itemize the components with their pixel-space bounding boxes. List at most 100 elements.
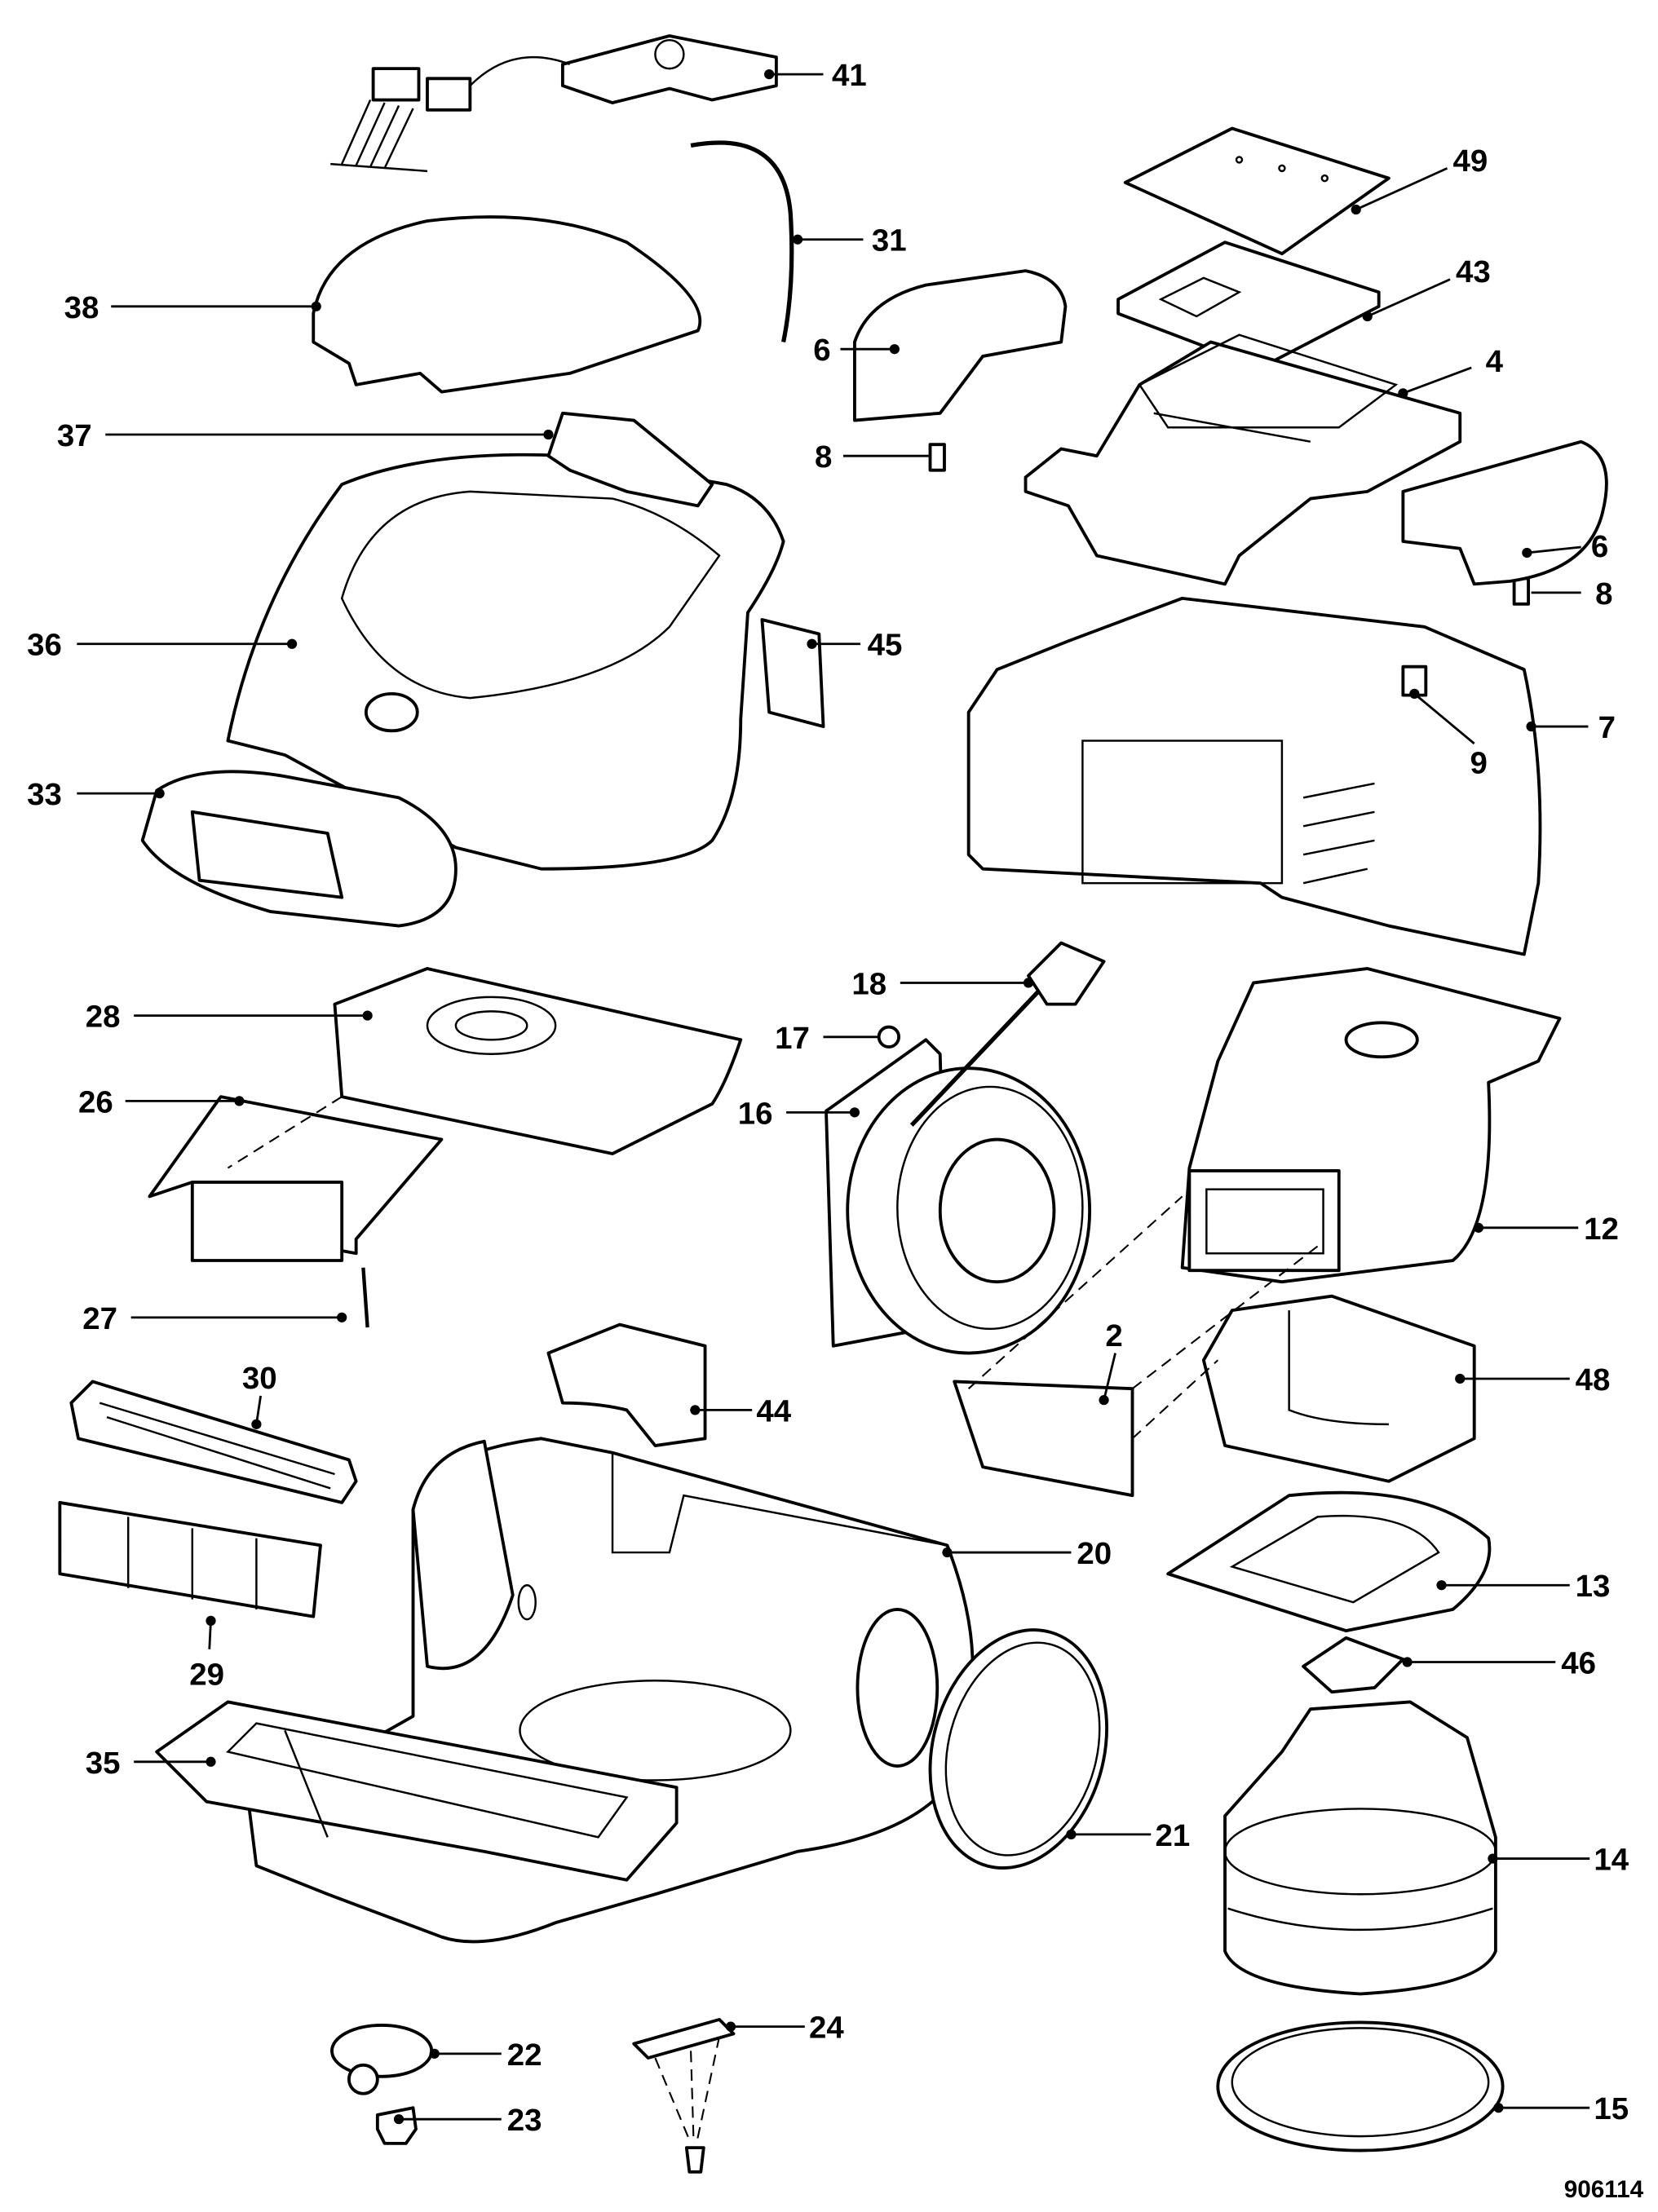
part-number-label: 33 [27, 777, 62, 812]
leader-dot [1409, 688, 1420, 699]
part-outline [1205, 1188, 1324, 1255]
part-outline [330, 55, 571, 173]
callout-9: 9 [1409, 688, 1488, 781]
part-outline [1081, 740, 1284, 885]
part-18-plug [909, 941, 1106, 1127]
callout-48: 48 [1455, 1362, 1610, 1397]
leader-line [1355, 167, 1448, 211]
drawing-number: 906114 [1564, 2176, 1644, 2203]
leader-dot [362, 1010, 373, 1021]
callout-6a: 6 [813, 333, 900, 368]
part-outline [632, 2017, 736, 2060]
leader-dot [807, 638, 817, 649]
part-26-bag-frame [148, 1095, 444, 1262]
part-number-label: 8 [815, 439, 832, 475]
leader-dot [849, 1107, 860, 1118]
part-outline [877, 1025, 901, 1049]
part-27-pin [361, 1267, 369, 1328]
part-number-label: 37 [57, 418, 92, 453]
callout-4: 4 [1398, 344, 1504, 399]
part-number-label: 18 [851, 966, 886, 1001]
callout-33: 33 [27, 777, 165, 812]
part-number-label: 15 [1594, 2091, 1629, 2126]
leader-line [1527, 545, 1581, 554]
part-30-filter-grid [69, 1380, 358, 1504]
leader-line [1413, 692, 1475, 745]
part-46-cap [1302, 1636, 1405, 1694]
leader-dot [1066, 1829, 1077, 1839]
part-number-label: 30 [242, 1361, 277, 1396]
part-6-cover-left [853, 269, 1068, 422]
part-28-bag-holder [333, 967, 743, 1155]
part-number-label: 35 [86, 1746, 121, 1781]
part-outline [1320, 174, 1329, 183]
part-number-label: 27 [82, 1301, 117, 1336]
part-outline [760, 618, 825, 728]
part-12-motor-housing [1180, 967, 1562, 1284]
part-35-tray [155, 1700, 679, 1882]
part-outline [1187, 1169, 1341, 1273]
callout-38: 38 [64, 290, 321, 325]
callout-20: 20 [942, 1536, 1112, 1571]
callout-6b: 6 [1522, 529, 1608, 564]
callout-41: 41 [764, 58, 867, 93]
part-number-label: 16 [738, 1096, 773, 1131]
leader-dot [543, 429, 554, 440]
part-number-label: 13 [1576, 1569, 1611, 1604]
part-outline [375, 2106, 418, 2145]
callout-29: 29 [189, 1615, 224, 1692]
leader-dot [764, 69, 775, 80]
part-outline [340, 490, 721, 700]
part-number-label: 12 [1584, 1212, 1619, 1247]
part-36-housing [226, 411, 785, 871]
leader-dot [154, 788, 165, 799]
part-outline [928, 443, 946, 472]
callouts: 41 31 49 43 6 4 8 6 8 38 37 36 45 7 9 33… [27, 58, 1629, 2138]
part-outline [896, 1085, 1084, 1331]
part-outline [426, 996, 557, 1055]
part-outline [426, 77, 472, 112]
part-outline [1027, 941, 1106, 1006]
part-outline [312, 215, 702, 394]
leader-dot [393, 2114, 405, 2125]
part-outline [541, 1437, 948, 1554]
part-outline [1158, 276, 1242, 318]
part-33-front-grille [140, 770, 458, 928]
part-number-label: 4 [1486, 344, 1504, 379]
leader-line [1367, 278, 1451, 318]
part-number-label: 36 [27, 628, 62, 663]
part-outline [1116, 241, 1381, 369]
part-16-cable-reel [825, 1038, 1092, 1355]
callout-17: 17 [775, 1021, 879, 1056]
part-outline [126, 1517, 258, 1609]
part-outline [909, 988, 1041, 1127]
callout-16: 16 [738, 1096, 860, 1131]
callout-28: 28 [86, 1000, 373, 1035]
part-number-label: 48 [1576, 1362, 1611, 1397]
leader-dot [1488, 1853, 1498, 1864]
part-22-caster [330, 2023, 434, 2095]
leader-dot [206, 1615, 216, 1626]
part-outline [654, 38, 685, 70]
part-number-label: 7 [1598, 710, 1616, 745]
part-outline [226, 453, 785, 871]
part-43-plate [1116, 241, 1381, 369]
part-number-label: 31 [872, 223, 907, 258]
part-48-filter-housing [1201, 1294, 1476, 1483]
part-outline [330, 2023, 434, 2078]
part-number-label: 38 [64, 290, 99, 325]
part-outline [1138, 333, 1399, 443]
part-outline [1401, 439, 1608, 586]
callout-15: 15 [1493, 2091, 1629, 2126]
part-outline [1201, 1294, 1476, 1483]
callout-49: 49 [1351, 143, 1488, 215]
part-21-wheel [928, 1628, 1108, 1870]
part-17-screw [877, 1025, 901, 1049]
part-outline [364, 691, 419, 733]
leader-dot [1398, 388, 1408, 399]
leader-line [1402, 366, 1472, 395]
callout-30: 30 [242, 1361, 277, 1429]
leader-dot [942, 1547, 953, 1558]
callout-31: 31 [792, 223, 907, 258]
part-24-bracket [632, 2017, 736, 2174]
